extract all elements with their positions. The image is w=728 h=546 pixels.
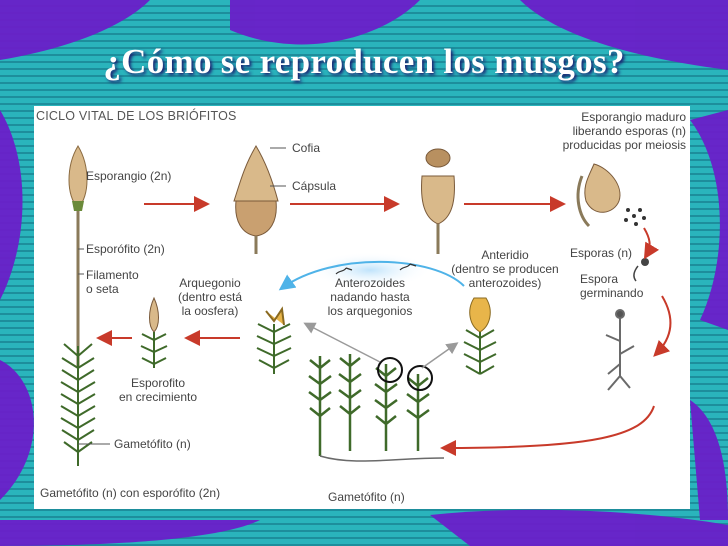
leaf-shape <box>0 360 34 500</box>
gray-arrows <box>303 322 459 369</box>
capsule-with-cofia-illustration <box>233 145 279 254</box>
gametophyte-cluster-illustration <box>308 354 445 462</box>
label-esporofito-crecimiento: Esporofito en crecimiento <box>118 376 198 404</box>
leaf-shape <box>690 110 728 330</box>
leaf-shape <box>0 0 150 60</box>
label-esporofito: Esporófito (2n) <box>86 242 165 256</box>
arrow <box>421 342 459 369</box>
label-capsula: Cápsula <box>292 179 337 193</box>
sporophyte-illustration <box>60 145 96 466</box>
leaf-shape <box>230 0 420 45</box>
label-arquegonio: Arquegonio (dentro está la oosfera) <box>177 276 243 318</box>
sperm-glow <box>308 252 432 288</box>
leaf-shape <box>0 520 260 546</box>
leaf-shape <box>430 509 728 546</box>
label-esporas: Esporas (n) <box>570 246 633 260</box>
leaf-shape <box>520 0 728 70</box>
growing-sporophyte-illustration <box>140 296 168 368</box>
protonema-illustration <box>605 309 635 391</box>
arrow <box>303 322 381 363</box>
leaf-shape <box>690 400 728 520</box>
life-cycle-diagram: CICLO VITAL DE LOS BRIÓFITOS <box>34 106 690 509</box>
sperm-cells <box>335 263 417 275</box>
sperm-arrow <box>278 260 465 291</box>
label-anteridio: Anteridio (dentro se producen anterozoid… <box>451 248 559 290</box>
label-esporangio: Esporangio (2n) <box>86 169 172 183</box>
cycle-arrows <box>96 196 672 456</box>
open-capsule-illustration <box>421 148 455 254</box>
label-gametofito: Gametófito (n) <box>114 437 191 451</box>
arrow <box>643 227 660 260</box>
highlight-circle <box>377 357 403 383</box>
leader-lines <box>78 147 286 445</box>
label-filamento: Filamento o seta <box>86 268 139 296</box>
label-espora-germinando: Espora germinando <box>580 272 644 300</box>
archegonium-plant-illustration <box>256 306 292 374</box>
label-gametofito-bottom: Gametófito (n) <box>328 490 405 504</box>
label-anterozoides: Anterozoides nadando hasta los arquegoni… <box>327 276 413 318</box>
antheridium-plant-illustration <box>463 297 497 375</box>
label-cofia: Cofia <box>292 141 321 155</box>
diagram-heading: CICLO VITAL DE LOS BRIÓFITOS <box>36 109 237 123</box>
leaf-shape <box>0 110 23 300</box>
germinating-spore-illustration <box>633 258 649 282</box>
label-gametofito-con-esporofito: Gametófito (n) con esporófito (2n) <box>40 486 221 500</box>
arrow <box>440 405 655 456</box>
highlight-circle <box>407 365 433 391</box>
mature-sporangium-illustration <box>576 163 646 228</box>
arrow <box>653 295 672 357</box>
label-esporangio-maduro: Esporangio maduro liberando esporas (n) … <box>562 110 686 152</box>
slide-title: ¿Cómo se reproducen los musgos? <box>103 42 625 81</box>
diagram-drawing <box>60 145 672 466</box>
